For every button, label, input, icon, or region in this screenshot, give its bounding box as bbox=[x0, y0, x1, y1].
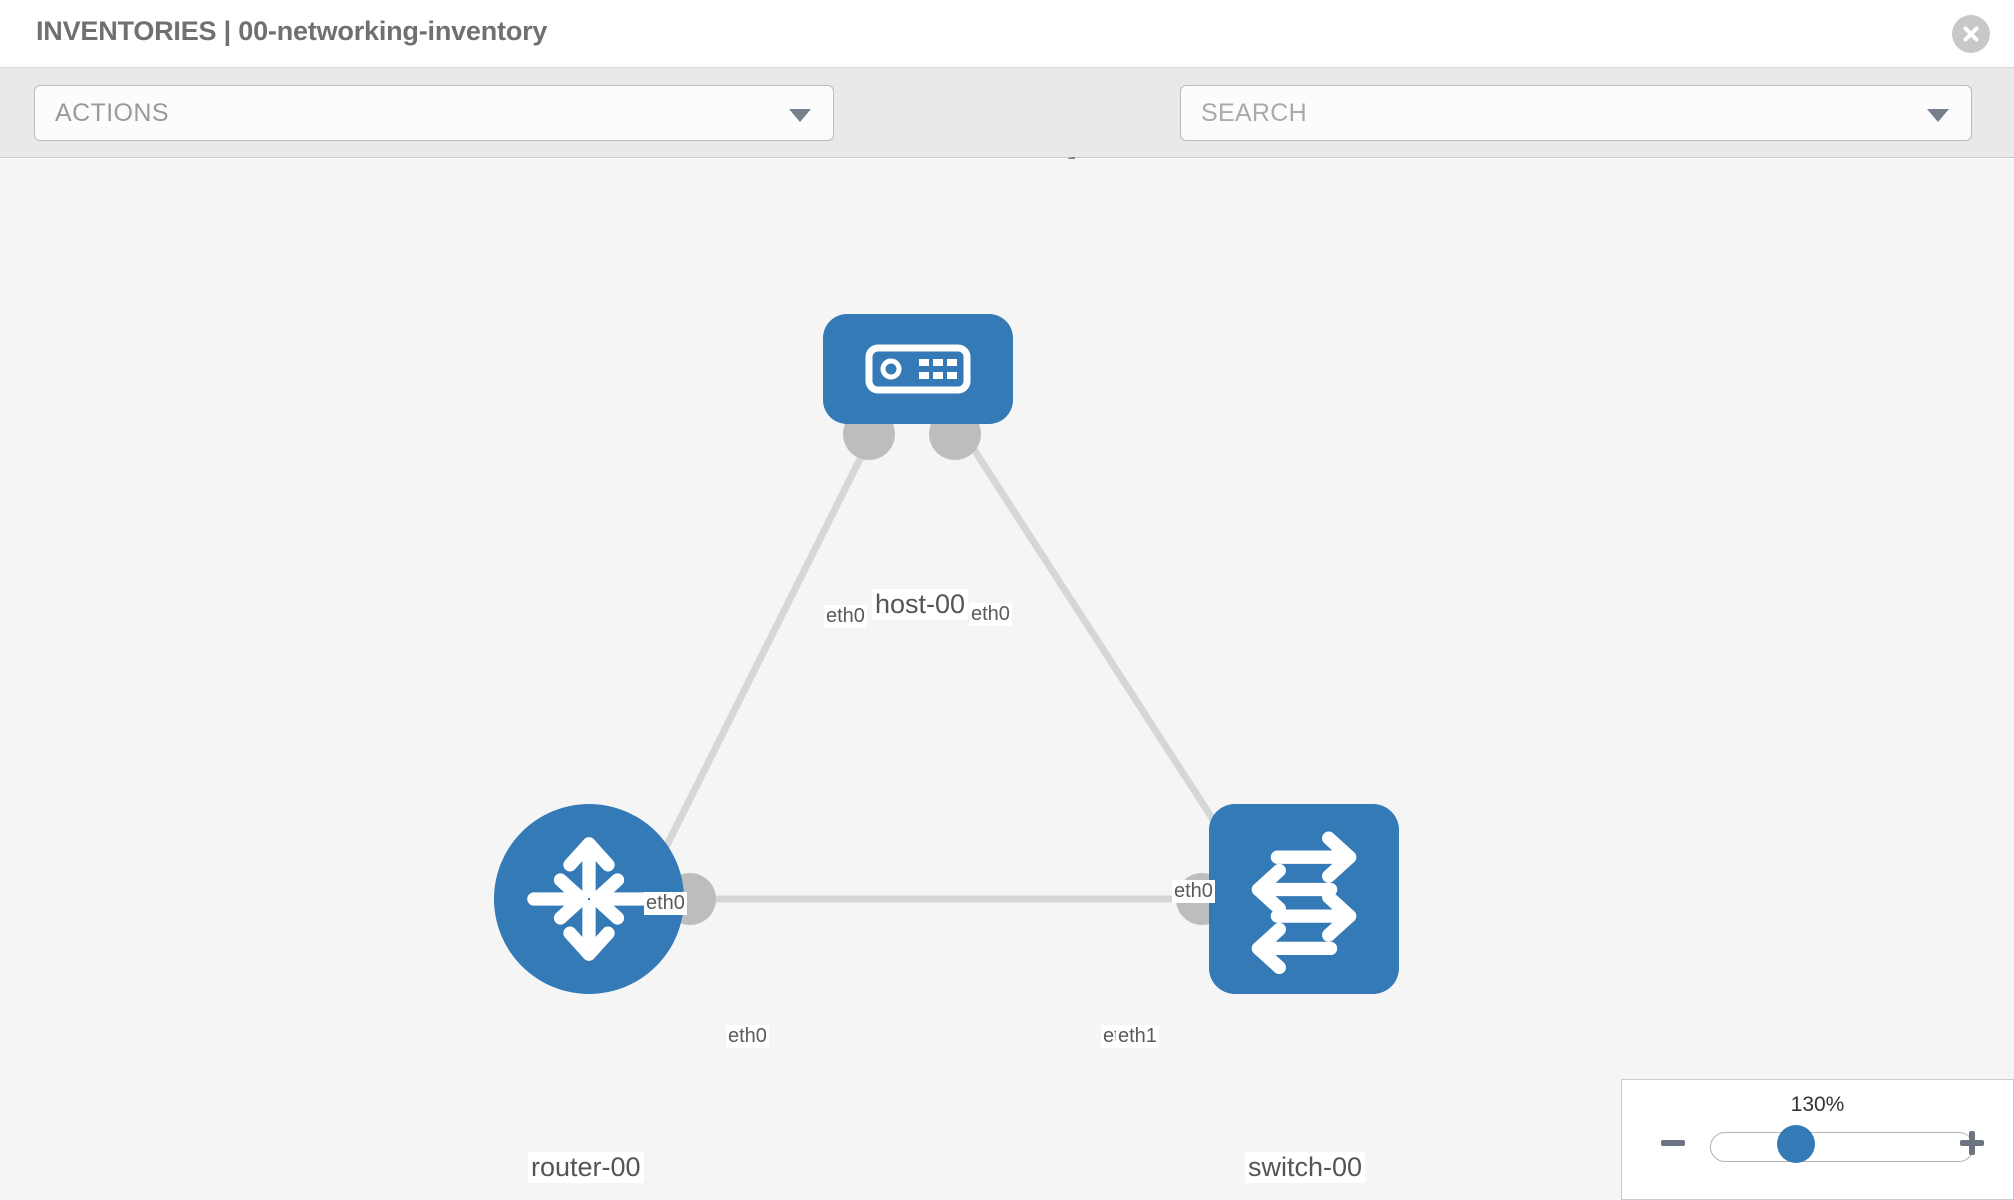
chevron-down-icon bbox=[789, 109, 811, 122]
edge-label-switch-eth1-trunk: eth1 bbox=[1116, 1025, 1159, 1048]
search-input[interactable]: SEARCH bbox=[1180, 85, 1972, 141]
node-label-router-00: router-00 bbox=[528, 1152, 644, 1184]
actions-dropdown-label: ACTIONS bbox=[55, 99, 169, 127]
page-title: INVENTORIES | 00-networking-inventory bbox=[36, 16, 548, 46]
toolbar: ACTIONS SEARCH bbox=[0, 68, 2014, 191]
edge-label-router-eth0-trunk: eth0 bbox=[726, 1025, 769, 1048]
switch-arrows-icon bbox=[1251, 831, 1357, 975]
node-host-00[interactable] bbox=[823, 314, 1013, 424]
close-icon[interactable] bbox=[1952, 15, 1990, 53]
chevron-down-icon[interactable] bbox=[1927, 109, 1949, 122]
zoom-slider-thumb[interactable] bbox=[1777, 1125, 1815, 1163]
router-arrows-icon bbox=[527, 837, 651, 961]
page-header: INVENTORIES | 00-networking-inventory bbox=[0, 0, 2014, 68]
zoom-in-button[interactable] bbox=[1957, 1128, 1987, 1158]
edge-label-router-eth0-uplink: eth0 bbox=[644, 892, 687, 915]
zoom-slider[interactable] bbox=[1710, 1132, 1974, 1162]
node-label-host-00: host-00 bbox=[872, 589, 969, 621]
server-icon bbox=[865, 344, 971, 394]
zoom-out-button[interactable] bbox=[1658, 1128, 1688, 1158]
topology-canvas[interactable]: host-00 router-00 switch-00 eth0 eth0 et… bbox=[0, 159, 2014, 1200]
edge-label-switch-eth0-uplink: eth0 bbox=[1172, 880, 1215, 903]
edge-label-host-eth0-right: eth0 bbox=[969, 603, 1012, 626]
node-switch-00[interactable] bbox=[1209, 804, 1399, 994]
node-label-switch-00: switch-00 bbox=[1245, 1152, 1366, 1184]
edge-label-host-eth0-left: eth0 bbox=[824, 605, 867, 628]
zoom-level-label: 130% bbox=[1790, 1093, 1845, 1116]
actions-dropdown[interactable]: ACTIONS bbox=[34, 85, 834, 141]
topology-graph: host-00 router-00 switch-00 eth0 eth0 et… bbox=[0, 159, 2014, 1200]
search-placeholder: SEARCH bbox=[1201, 99, 1307, 127]
zoom-control-panel: 130% bbox=[1621, 1079, 2014, 1200]
